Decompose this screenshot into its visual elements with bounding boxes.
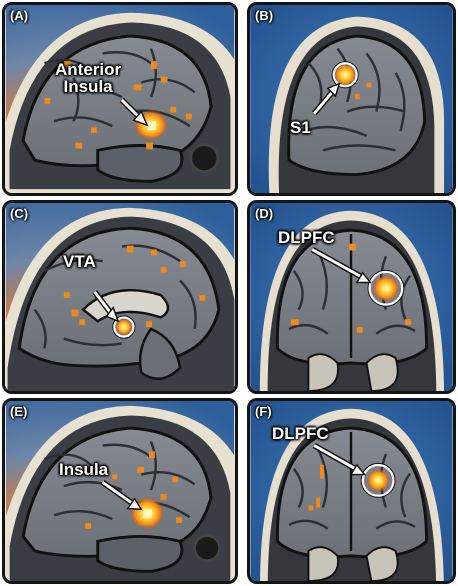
panel-f-brain-image: [250, 401, 453, 581]
panel-f-letter: (F): [255, 404, 272, 419]
panel-a: (A) Anterior Insula: [2, 2, 238, 196]
panel-a-letter: (A): [10, 8, 29, 23]
panel-e-brain-image: [5, 401, 235, 581]
panel-b-brain-image: [250, 5, 453, 193]
panel-a-label-line2: Insula: [63, 77, 113, 96]
panel-a-label-line1: Anterior: [55, 60, 122, 79]
panel-b-region-label: S1: [290, 118, 311, 137]
panel-c-letter: (C): [10, 206, 29, 221]
panel-a-brain-image: [5, 5, 235, 193]
panel-d-region-label: DLPFC: [278, 228, 335, 247]
panel-c: (C) VTA: [2, 200, 238, 394]
panel-d: (D) DLPFC: [247, 200, 456, 394]
panel-b: (B) S1: [247, 2, 456, 196]
panel-a-region-label: Anterior Insula: [55, 61, 121, 95]
panel-e: (E) Insula: [2, 398, 238, 584]
panel-f: (F) DLPFC: [247, 398, 456, 584]
panel-d-brain-image: [250, 203, 453, 391]
panel-b-letter: (B): [255, 8, 274, 23]
panel-e-region-label: Insula: [59, 460, 109, 479]
panel-d-letter: (D): [255, 206, 274, 221]
panel-f-region-label: DLPFC: [272, 424, 329, 443]
panel-c-region-label: VTA: [63, 252, 96, 271]
panel-e-letter: (E): [10, 404, 28, 419]
panel-c-brain-image: [5, 203, 235, 391]
